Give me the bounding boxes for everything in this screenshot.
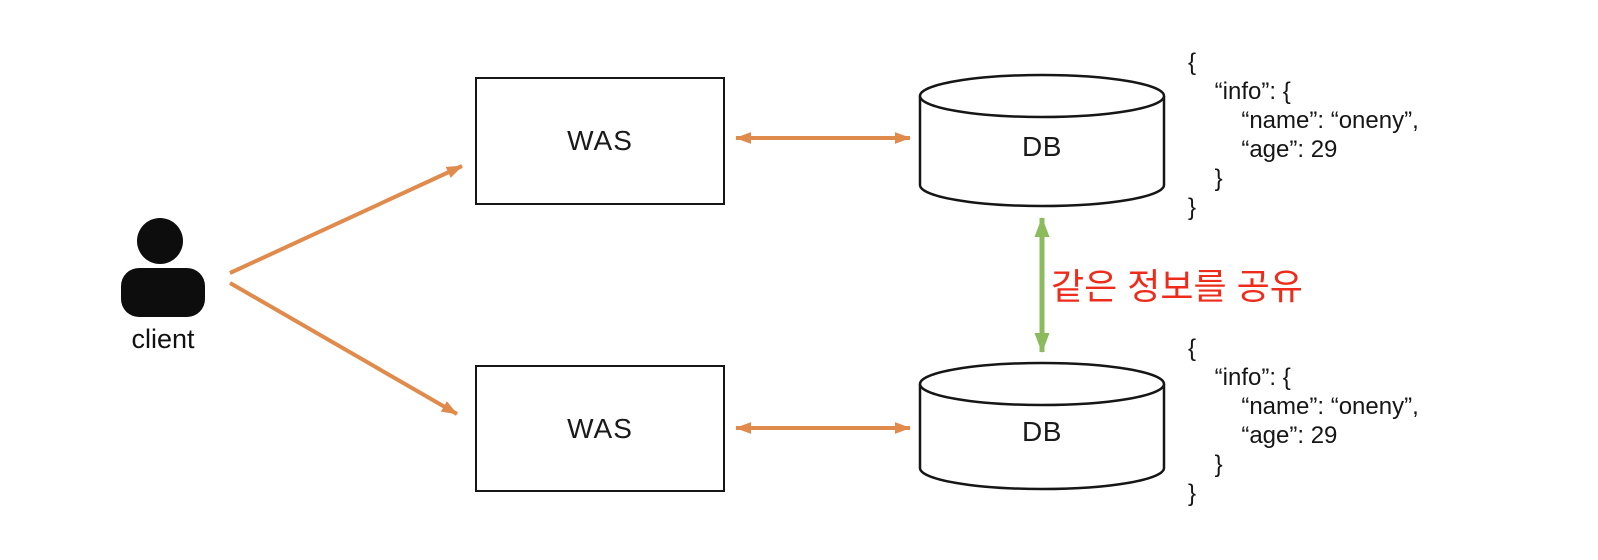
- was-box-bottom: WAS: [475, 365, 725, 492]
- client-label: client: [131, 324, 195, 354]
- db-cylinder-top: [918, 73, 1166, 208]
- arrow-client-to-was-bottom: [229, 281, 458, 416]
- db-top-label: DB: [1022, 131, 1062, 162]
- json-snippet-db-bottom: { “info”: { “name”: “oneny”, “age”: 29 }…: [1188, 335, 1419, 507]
- json-snippet-db-top: { “info”: { “name”: “oneny”, “age”: 29 }…: [1188, 49, 1419, 221]
- db-cylinder-bottom: [918, 361, 1166, 491]
- arrow-client-to-was-top: [229, 164, 463, 275]
- db-bottom-label: DB: [1022, 416, 1062, 447]
- was-bottom-label: WAS: [567, 412, 633, 444]
- was-top-label: WAS: [567, 125, 633, 156]
- person-icon: [121, 218, 205, 317]
- sync-annotation: 같은 정보를 공유: [1051, 266, 1303, 307]
- was-box-top: WAS: [475, 77, 725, 205]
